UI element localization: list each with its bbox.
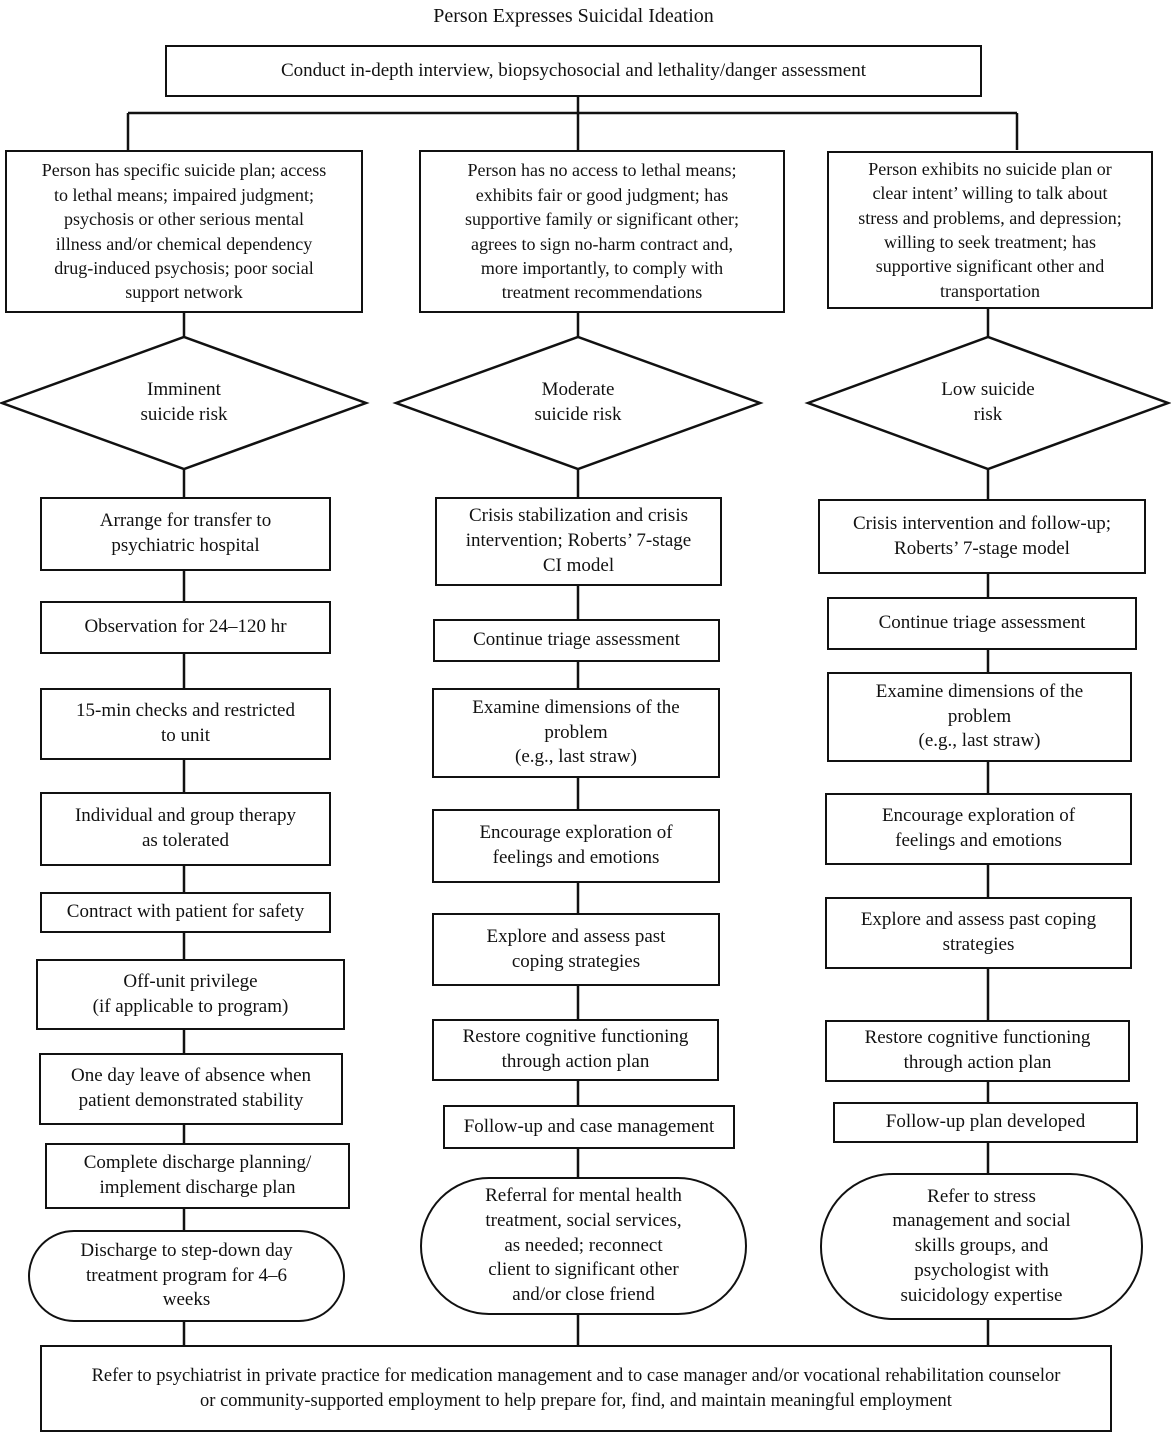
step-box: Crisis stabilization and crisis interven… — [435, 497, 722, 586]
step-box: Crisis intervention and follow-up; Rober… — [818, 499, 1146, 574]
decision-diamond — [392, 335, 764, 471]
step-box: Examine dimensions of the problem (e.g.,… — [432, 688, 720, 778]
step-box: One day leave of absence when patient de… — [39, 1053, 343, 1125]
step-box: Continue triage assessment — [827, 597, 1137, 650]
step-box: Follow-up and case management — [443, 1105, 735, 1149]
terminal-box-low: Refer to stress management and social sk… — [820, 1173, 1143, 1320]
decision-label-low: Low suicide risk — [941, 379, 1035, 425]
step-box: Explore and assess past coping strategie… — [432, 913, 720, 986]
step-box: Restore cognitive functioning through ac… — [825, 1020, 1130, 1082]
decision-diamond — [0, 335, 370, 471]
step-box: Encourage exploration of feelings and em… — [432, 809, 720, 883]
step-box: 15-min checks and restricted to unit — [40, 688, 331, 760]
terminal-box-imminent: Discharge to step-down day treatment pro… — [28, 1230, 345, 1322]
step-box: Observation for 24–120 hr — [40, 601, 331, 654]
step-box: Arrange for transfer to psychiatric hosp… — [40, 497, 331, 571]
step-box: Contract with patient for safety — [40, 892, 331, 933]
step-box: Complete discharge planning/ implement d… — [45, 1143, 350, 1209]
criteria-box-moderate: Person has no access to lethal means; ex… — [419, 150, 785, 313]
decision-label-moderate: Moderate suicide risk — [534, 379, 622, 425]
final-referral-box: Refer to psychiatrist in private practic… — [40, 1345, 1112, 1432]
decision-diamond — [804, 335, 1171, 471]
criteria-box-imminent: Person has specific suicide plan; access… — [5, 150, 363, 313]
criteria-box-low: Person exhibits no suicide plan or clear… — [827, 151, 1153, 309]
step-box: Examine dimensions of the problem (e.g.,… — [827, 672, 1132, 762]
page-title: Person Expresses Suicidal Ideation — [433, 5, 714, 27]
step-box: Individual and group therapy as tolerate… — [40, 792, 331, 866]
assessment-box: Conduct in-depth interview, biopsychosoc… — [165, 45, 982, 97]
step-box: Encourage exploration of feelings and em… — [825, 793, 1132, 865]
step-box: Explore and assess past coping strategie… — [825, 897, 1132, 969]
step-box: Continue triage assessment — [433, 619, 720, 662]
step-box: Off-unit privilege (if applicable to pro… — [36, 959, 345, 1030]
step-box: Follow-up plan developed — [833, 1102, 1138, 1143]
step-box: Restore cognitive functioning through ac… — [432, 1019, 719, 1081]
terminal-box-moderate: Referral for mental health treatment, so… — [420, 1177, 747, 1315]
decision-label-imminent: Imminent suicide risk — [140, 379, 228, 425]
